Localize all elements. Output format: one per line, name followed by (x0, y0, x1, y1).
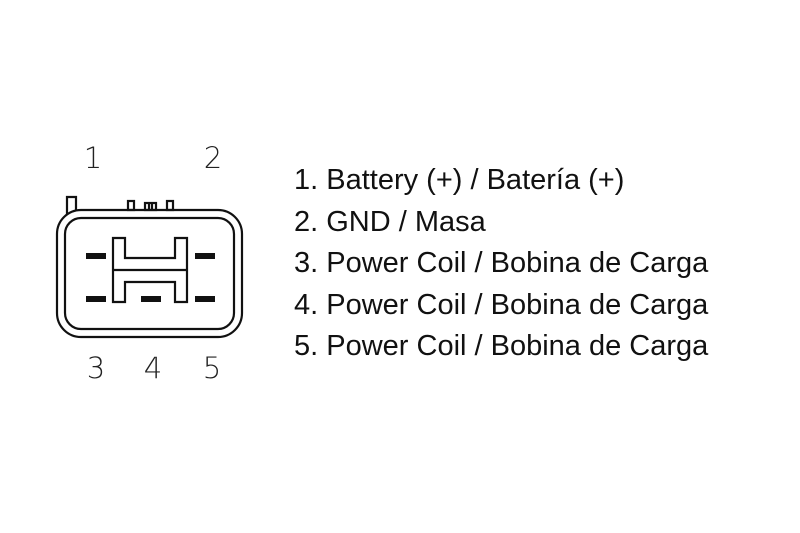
legend-item-2: 2. GND / Masa (294, 205, 486, 238)
terminal-pin-3 (86, 296, 106, 302)
legend-item-4: 4. Power Coil / Bobina de Carga (294, 288, 709, 321)
legend-item-5: 5. Power Coil / Bobina de Carga (294, 330, 709, 362)
terminal-pin-5 (195, 296, 215, 302)
terminal-pin-4 (141, 296, 161, 302)
pin-label-4: 4 (144, 351, 162, 385)
housing-outer (55, 208, 244, 339)
terminal-pins (86, 253, 215, 302)
legend-item-3: 3. Power Coil / Bobina de Carga (294, 247, 709, 279)
terminal-pin-2 (195, 253, 215, 259)
top-key-left (126, 199, 136, 212)
pin-label-2: 2 (204, 141, 222, 175)
latch-tab (65, 195, 78, 215)
legend-item-1: 1. Battery (+) / Batería (+) (294, 164, 625, 196)
housing-inner (63, 216, 236, 331)
terminal-pin-1 (86, 253, 106, 259)
center-ridge (111, 236, 189, 304)
pin-label-3: 3 (87, 351, 105, 385)
top-key-right (165, 199, 175, 212)
pin-legend: 1. Battery (+) / Batería (+) 2. GND / Ma… (294, 160, 708, 368)
pin-label-1: 1 (84, 141, 102, 175)
connector-body (55, 195, 244, 339)
pin-label-5: 5 (203, 351, 221, 385)
